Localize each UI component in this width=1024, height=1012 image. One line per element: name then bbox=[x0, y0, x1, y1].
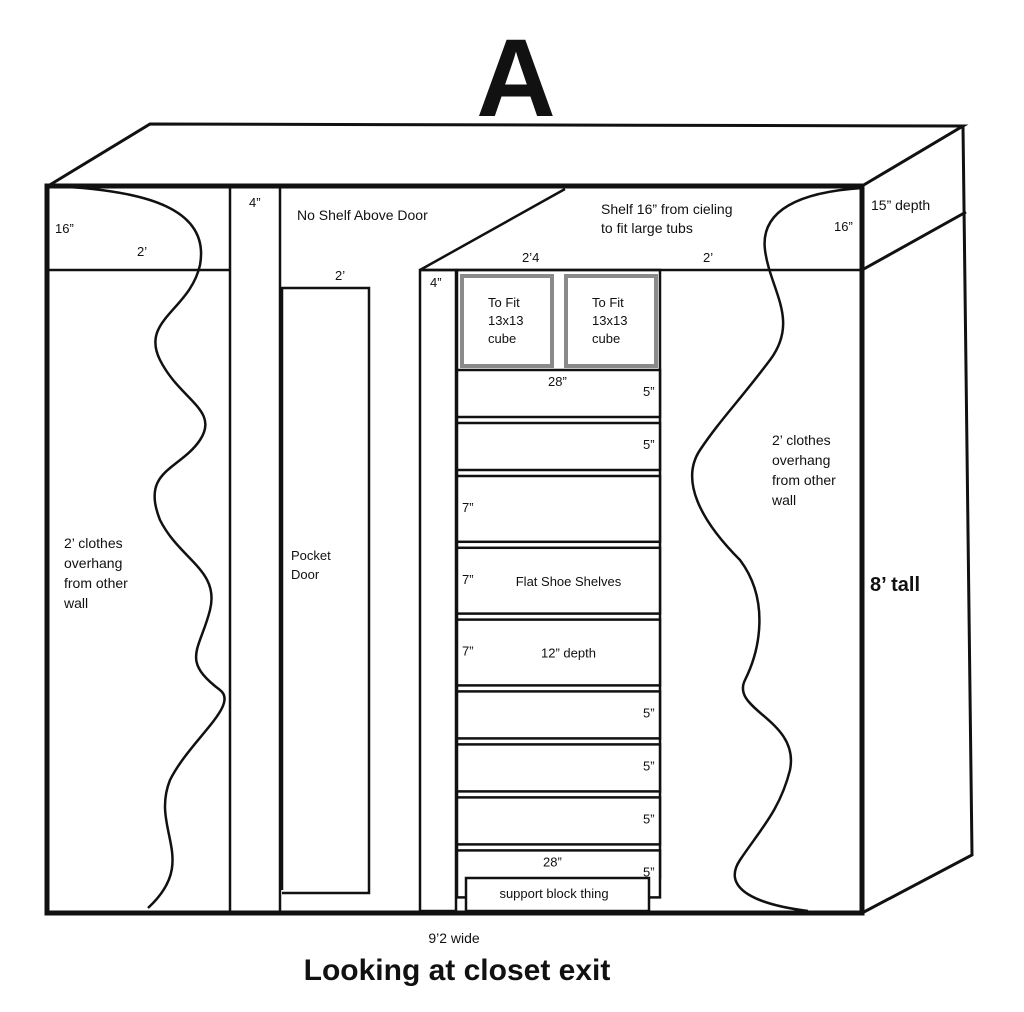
caption: Looking at closet exit bbox=[304, 954, 611, 987]
shoe-shelf bbox=[455, 421, 662, 472]
shoe-tower: To Fit 13x13 cube To Fit 13x13 cube 5” 28” 5” 7” 7… bbox=[455, 268, 662, 913]
shelf-height-label: 5” bbox=[643, 437, 655, 452]
support-block bbox=[464, 876, 651, 913]
pocket-door-label: Pocket Door bbox=[291, 548, 334, 582]
tower-post bbox=[418, 268, 458, 913]
shelf-height-label: 5” bbox=[643, 758, 655, 773]
shoe-shelf bbox=[455, 618, 662, 687]
cube-label: To Fit bbox=[592, 295, 624, 310]
shelf-height-label: 7” bbox=[462, 572, 474, 587]
right-overhang-wave bbox=[690, 186, 863, 913]
no-shelf-note: No Shelf Above Door bbox=[297, 207, 428, 223]
shelf-height-label: 7” bbox=[462, 500, 474, 515]
tower-post-width-label: 4” bbox=[430, 275, 442, 290]
shoe-shelf bbox=[455, 743, 662, 793]
cube-compartment bbox=[564, 274, 658, 368]
door-width-label: 2’ bbox=[335, 268, 345, 283]
cube-label: 13x13 bbox=[592, 313, 627, 328]
height-label: 8’ tall bbox=[870, 574, 920, 596]
top-shelf-note: Shelf 16” from cieling to fit large tubs bbox=[601, 201, 736, 236]
shoe-shelf bbox=[455, 368, 662, 419]
shoe-shelf bbox=[455, 546, 662, 615]
top-face-outline bbox=[47, 122, 969, 188]
top-shelf-middle-width-label: 2’4 bbox=[522, 250, 539, 265]
tower-bottom-width-label: 28” bbox=[543, 854, 562, 869]
width-label: 9’2 wide bbox=[428, 930, 480, 946]
shelf-diagonal bbox=[419, 187, 566, 272]
right-face-shelf-line bbox=[861, 210, 967, 272]
shoe-shelf bbox=[455, 796, 662, 846]
shoe-shelf bbox=[455, 474, 662, 544]
shelf-height-label: 5” bbox=[643, 705, 655, 720]
pocket-door bbox=[280, 286, 371, 895]
cube-label: To Fit bbox=[488, 295, 520, 310]
tower-top-width-label: 28” bbox=[548, 374, 567, 389]
shelf-height-label: 5” bbox=[643, 384, 655, 399]
left-shelf-width-label: 2’ bbox=[137, 244, 147, 259]
shelf-height-label: 7” bbox=[462, 644, 474, 659]
right-overhang-note: 2’ clothes overhang from other wall bbox=[771, 432, 840, 508]
shelf-note-label: 12” depth bbox=[541, 646, 596, 661]
page-label: A bbox=[476, 17, 555, 140]
depth-label: 15” depth bbox=[871, 197, 930, 213]
support-block-label: support block thing bbox=[499, 886, 608, 901]
shelf-height-label: 5” bbox=[643, 811, 655, 826]
left-overhang-wave bbox=[49, 184, 226, 909]
top-shelf-right-width-label: 2’ bbox=[703, 250, 713, 265]
right-face-outline bbox=[861, 125, 974, 915]
left-overhang-note: 2’ clothes overhang from other wall bbox=[63, 535, 132, 611]
shoe-shelf bbox=[455, 690, 662, 740]
shelf-height-label: 5” bbox=[643, 864, 655, 879]
cube-label: cube bbox=[488, 331, 516, 346]
top-shelf-height-label: 16” bbox=[834, 219, 853, 234]
front-frame bbox=[44, 183, 865, 916]
cube-label: 13x13 bbox=[488, 313, 523, 328]
cube-compartment bbox=[460, 274, 554, 368]
closet-box-3d bbox=[47, 122, 974, 915]
cube-label: cube bbox=[592, 331, 620, 346]
pillar-width-label: 4” bbox=[249, 195, 261, 210]
shelf-note-label: Flat Shoe Shelves bbox=[516, 574, 622, 589]
left-shelf-height-label: 16” bbox=[55, 221, 74, 236]
